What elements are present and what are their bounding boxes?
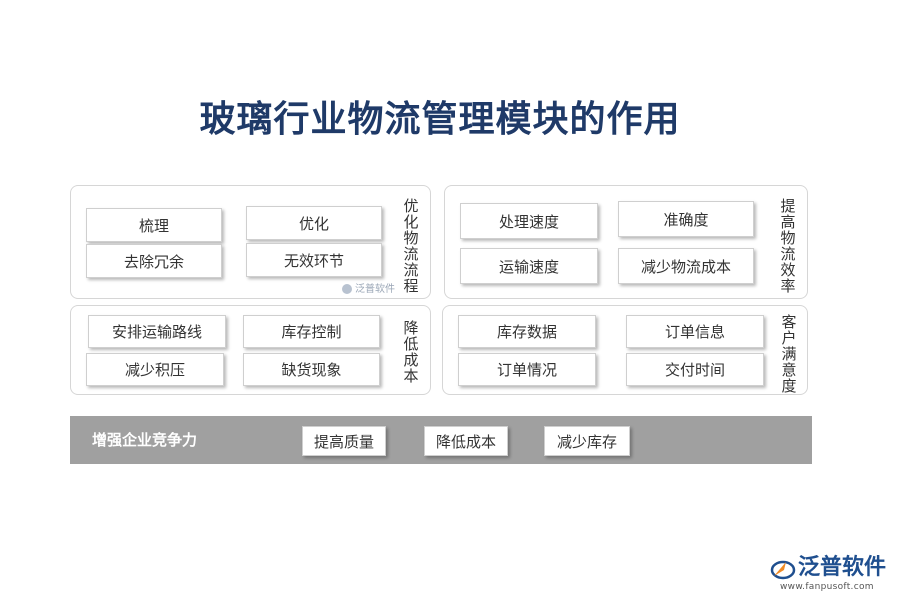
fanpu-logo-icon: [770, 560, 796, 580]
item-accuracy: 准确度: [618, 201, 754, 237]
competitiveness-label: 增强企业竞争力: [92, 431, 198, 449]
item-optimize: 优化: [246, 206, 382, 240]
logo-url: www.fanpusoft.com: [780, 582, 874, 592]
watermark-logo-icon: [342, 284, 352, 294]
item-reduce-backlog: 减少积压: [86, 353, 224, 386]
panel-satisfaction-label: 客户满意度: [781, 313, 797, 395]
panel-optimize-label: 优化物流流程: [403, 197, 419, 295]
brand-logo: 泛普软件 www.fanpusoft.com: [770, 554, 892, 594]
panel-efficiency-label: 提高物流效率: [780, 197, 796, 295]
page-title: 玻璃行业物流管理模块的作用: [199, 99, 681, 140]
panel-optimize-process: [70, 185, 431, 299]
watermark-text: 泛普软件: [355, 284, 395, 295]
item-remove-redundancy: 去除冗余: [86, 244, 222, 278]
item-order-info: 订单信息: [626, 315, 764, 348]
item-processing-speed: 处理速度: [460, 203, 598, 239]
panel-cost-label: 降低成本: [403, 319, 419, 385]
competitiveness-bar: 增强企业竞争力 提高质量 降低成本 减少库存: [70, 416, 812, 464]
item-sort: 梳理: [86, 208, 222, 242]
item-improve-quality: 提高质量: [302, 426, 386, 456]
item-lower-cost: 降低成本: [424, 426, 508, 456]
item-inventory-control: 库存控制: [243, 315, 380, 348]
item-inventory-data: 库存数据: [458, 315, 596, 348]
item-arrange-routes: 安排运输路线: [88, 315, 226, 348]
logo-text: 泛普软件: [798, 555, 887, 580]
item-invalid-steps: 无效环节: [246, 243, 382, 277]
item-reduce-inventory: 减少库存: [544, 426, 630, 456]
item-delivery-time: 交付时间: [626, 353, 764, 386]
item-reduce-logistics-cost: 减少物流成本: [618, 248, 754, 284]
item-transport-speed: 运输速度: [460, 248, 598, 284]
item-order-status: 订单情况: [458, 353, 596, 386]
item-stockout: 缺货现象: [243, 353, 380, 386]
watermark: 泛普软件: [342, 280, 395, 295]
